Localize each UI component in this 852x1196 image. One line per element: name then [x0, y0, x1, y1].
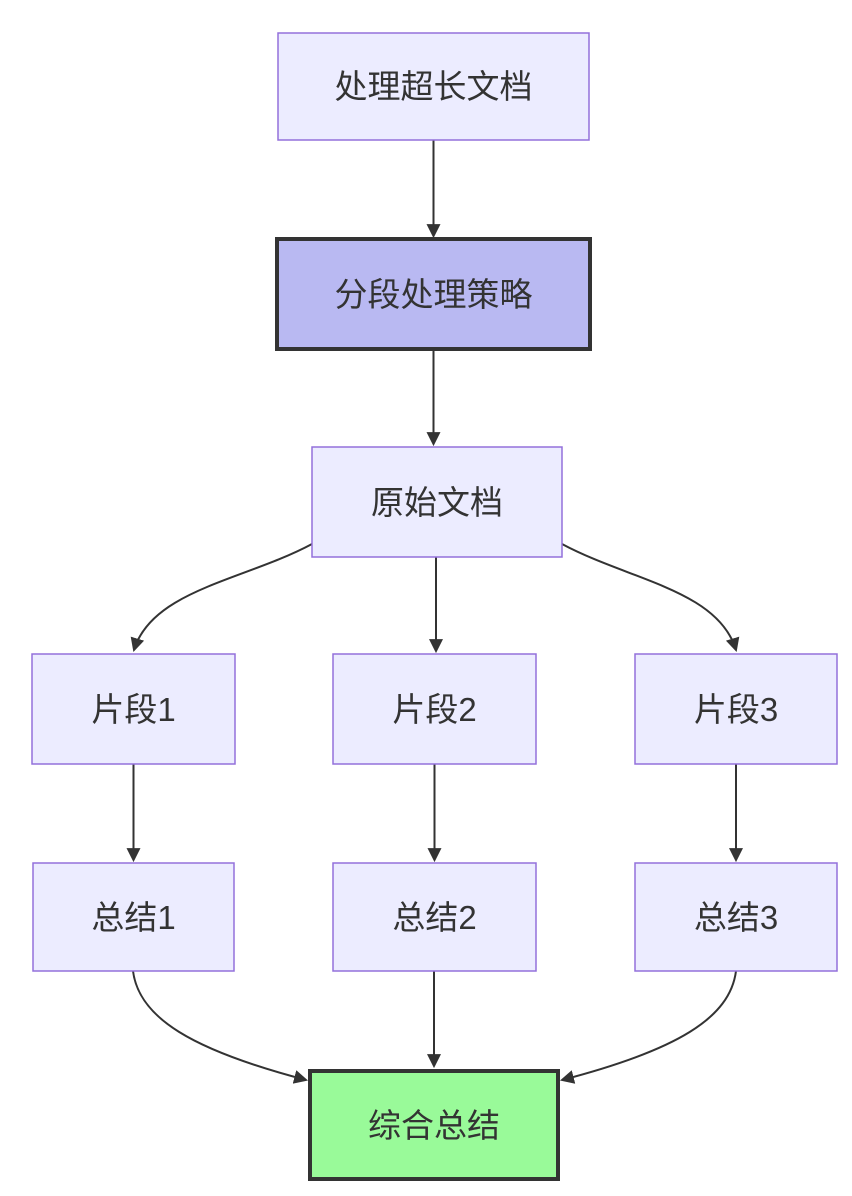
- node-summary-1-label: 总结1: [91, 899, 175, 936]
- edge-summary-1-to-final: [132, 970, 309, 1084]
- node-final-summary-box: [308, 1069, 560, 1181]
- node-original-document-box: [311, 446, 563, 558]
- node-original-document: 原始文档: [311, 446, 563, 558]
- node-fragment-2-box: [332, 653, 537, 765]
- node-fragment-2-label: 片段2: [392, 691, 476, 728]
- node-segmentation-strategy-label: 分段处理策略: [335, 276, 533, 313]
- node-segmentation-strategy: 分段处理策略: [275, 237, 592, 351]
- node-final-summary: 综合总结: [308, 1069, 560, 1181]
- node-fragment-3: 片段3: [634, 653, 838, 765]
- node-fragment-2: 片段2: [332, 653, 537, 765]
- node-fragment-1-label: 片段1: [91, 691, 175, 728]
- node-summary-3: 总结3: [634, 862, 838, 972]
- edge-group: [126, 140, 743, 1084]
- node-summary-2: 总结2: [332, 862, 537, 972]
- node-process-long-document-box: [277, 32, 590, 141]
- node-process-long-document-label: 处理超长文档: [335, 68, 533, 105]
- node-summary-1: 总结1: [32, 862, 235, 972]
- node-segmentation-strategy-box: [275, 237, 592, 351]
- node-summary-2-box: [332, 862, 537, 972]
- edge-summary-3-to-final: [559, 970, 737, 1084]
- node-original-document-label: 原始文档: [371, 484, 503, 521]
- node-summary-3-label: 总结3: [694, 899, 778, 936]
- node-final-summary-label: 综合总结: [368, 1107, 500, 1144]
- node-fragment-1: 片段1: [31, 653, 236, 765]
- node-fragment-3-label: 片段3: [694, 691, 778, 728]
- node-fragment-3-box: [634, 653, 838, 765]
- node-process-long-document: 处理超长文档: [277, 32, 590, 141]
- node-summary-3-box: [634, 862, 838, 972]
- edge-original-to-fragment-1: [130, 543, 313, 653]
- node-summary-1-box: [32, 862, 235, 972]
- edge-original-to-fragment-3: [561, 543, 740, 653]
- node-fragment-1-box: [31, 653, 236, 765]
- node-summary-2-label: 总结2: [392, 899, 476, 936]
